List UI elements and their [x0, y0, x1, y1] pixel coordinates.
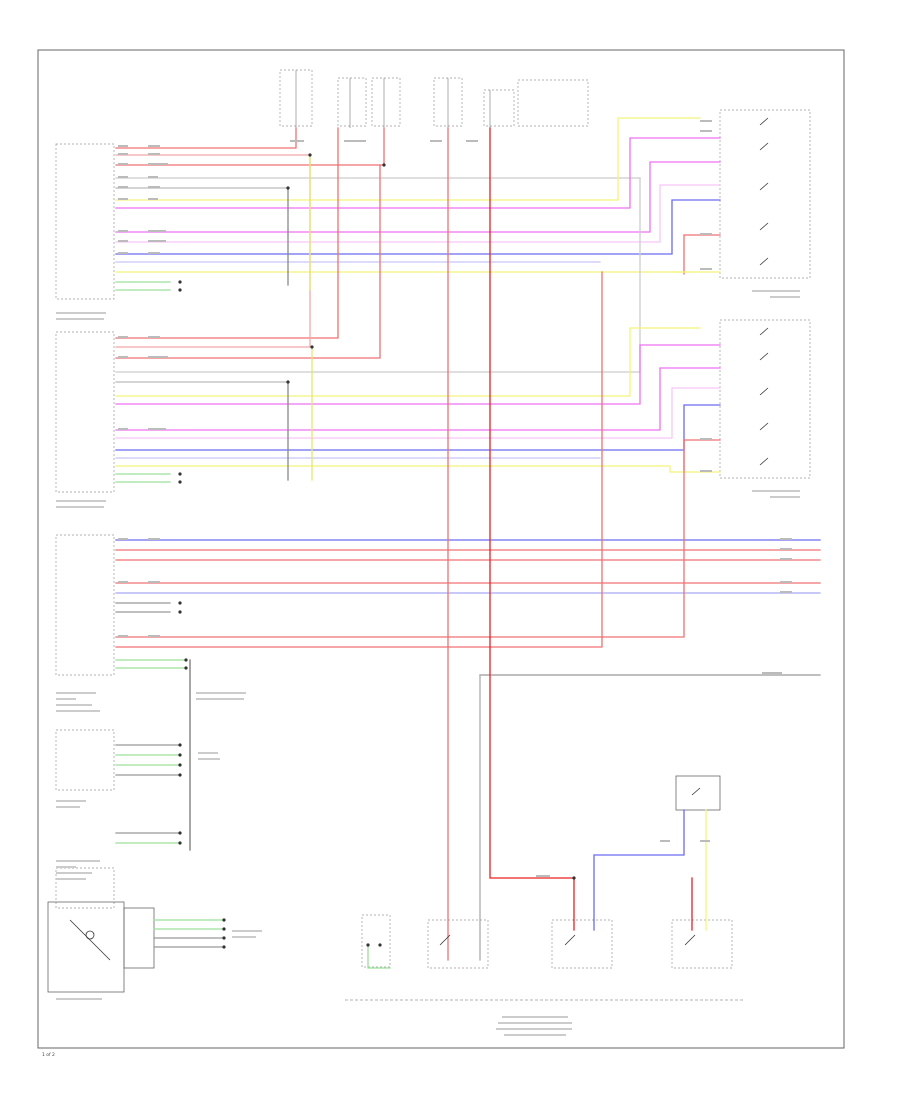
bottom-switch-box-1: [427, 919, 489, 969]
module-box-4: [55, 867, 115, 909]
module-captions: [56, 290, 800, 1036]
control-module-box: [47, 901, 125, 993]
wire-tags: [118, 120, 792, 877]
bottom-switch-box-2: [551, 919, 613, 969]
wire-red-4: [115, 127, 339, 339]
central-module-box: [55, 534, 115, 676]
left-front-door-lock-unit: [719, 109, 811, 279]
wire-blue-2: [115, 404, 721, 451]
fuse-box-5: [483, 89, 515, 127]
wires-central: [115, 271, 821, 851]
wire-red-lock-2: [683, 439, 721, 471]
wire-magenta-4: [115, 367, 721, 431]
wire-green-bottom: [367, 944, 391, 969]
wires-modules-lower: [115, 744, 225, 948]
control-module-connector: [123, 907, 155, 969]
wire-magenta-3: [115, 344, 721, 405]
wire-blue-trunk: [593, 809, 685, 931]
module-box-3: [55, 729, 115, 791]
wire-red-ret-2: [115, 271, 603, 648]
fuse-box-3: [371, 77, 401, 127]
trunk-switch-box: [675, 775, 721, 811]
wire-gray-3: [115, 177, 641, 373]
wire-magenta-2: [115, 161, 721, 233]
wires-left-front: [115, 117, 721, 291]
right-front-door-lock-unit: [719, 319, 811, 479]
left-front-door-module-box: [55, 143, 115, 300]
wire-yellow-4: [115, 465, 721, 473]
bottom-connector-box-1: [361, 914, 391, 968]
fuse-headers: [279, 69, 589, 128]
wire-yellow-1: [115, 117, 701, 201]
wire-pink-2: [115, 154, 311, 348]
page-number: 1 of 2: [42, 1052, 55, 1058]
wires-right-front: [115, 127, 721, 483]
right-front-door-module-box: [55, 331, 115, 493]
splice-dots: [178, 153, 576, 949]
wire-blue-1: [115, 199, 721, 255]
wires-vertical: [367, 127, 707, 969]
wire-red-5: [115, 164, 381, 359]
switch-symbols: [69, 117, 769, 961]
wire-yellow-3: [115, 327, 701, 397]
wire-strongred-vert: [489, 127, 575, 931]
wire-pink-1: [115, 184, 721, 243]
wire-red-ret-1: [115, 439, 685, 638]
diagram-frame: [37, 49, 845, 1049]
fuse-box-2: [337, 77, 367, 127]
wire-magenta-1: [115, 137, 721, 209]
top-right-box: [517, 79, 589, 127]
bottom-switch-box-3: [671, 919, 733, 969]
wire-pink-3: [115, 387, 721, 439]
wire-red-1: [115, 127, 297, 149]
